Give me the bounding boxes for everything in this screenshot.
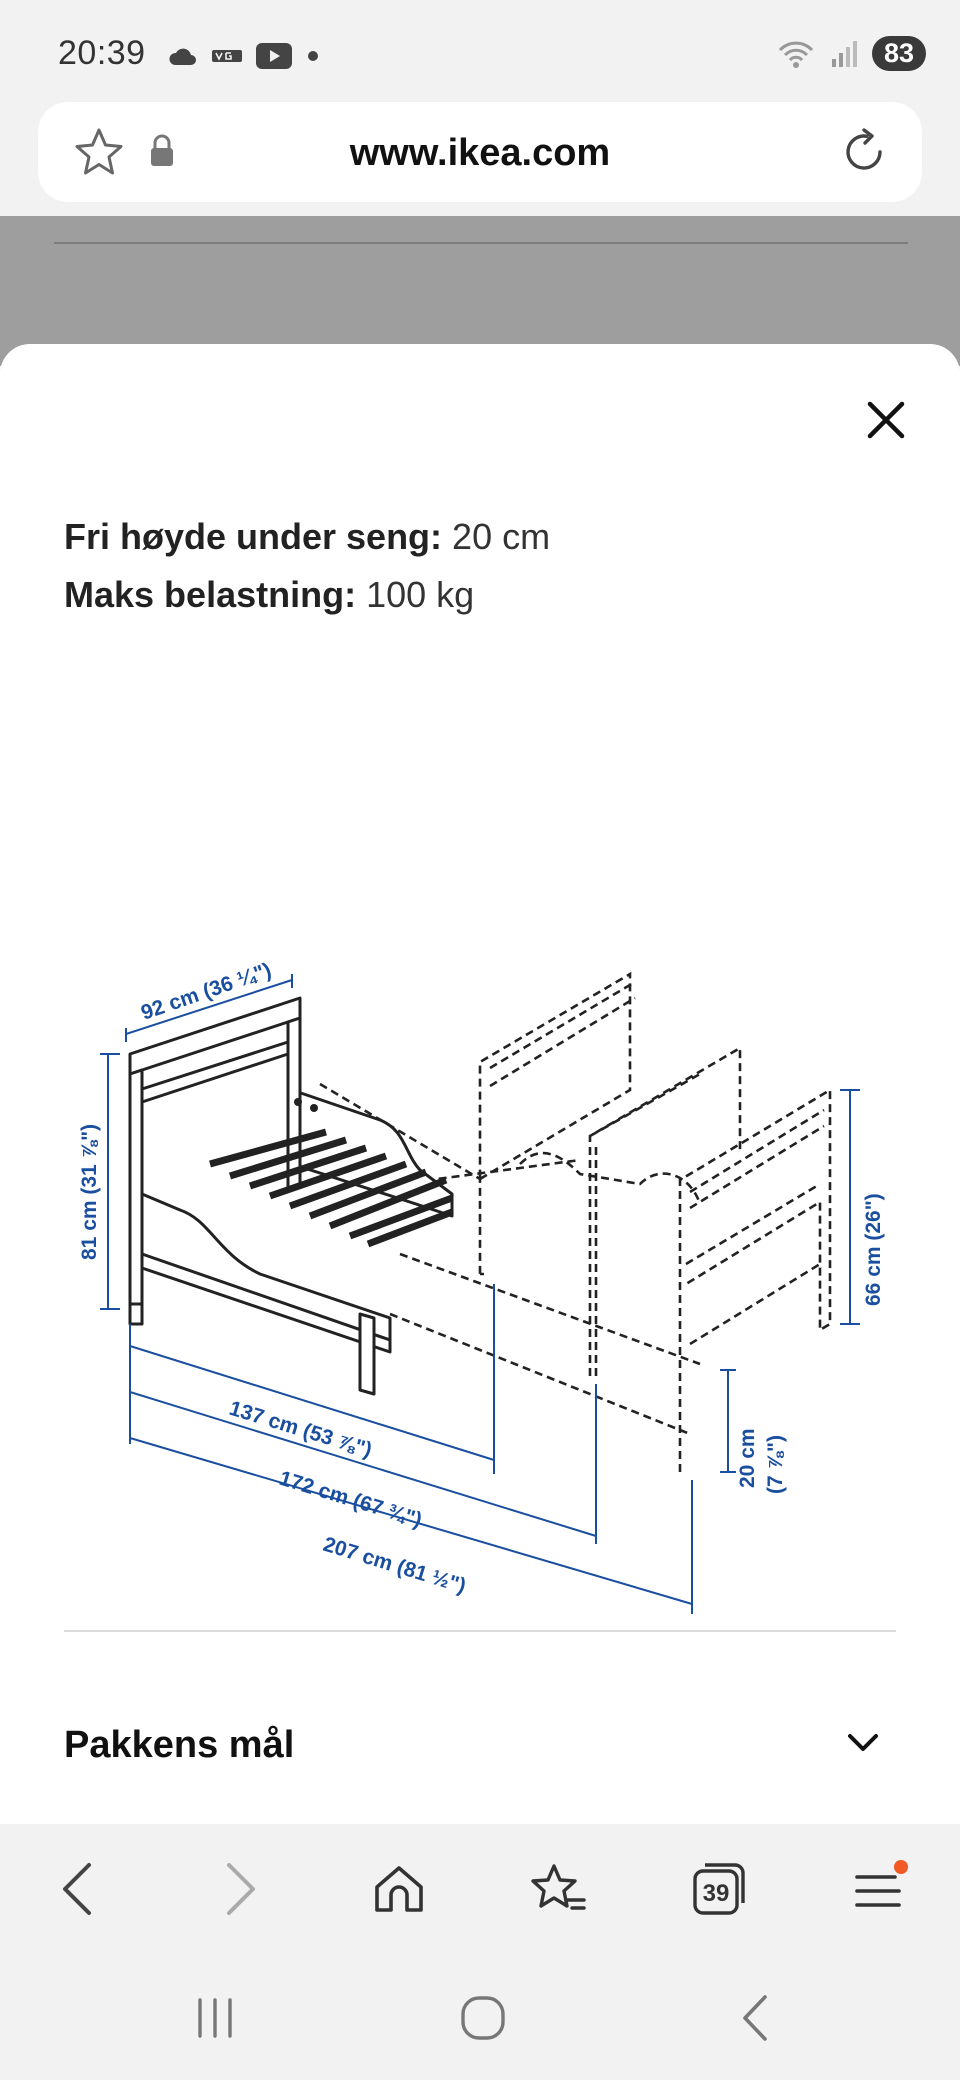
backdrop-divider: [54, 242, 908, 244]
bed-frame: [128, 996, 454, 1396]
forward-button[interactable]: [206, 1854, 276, 1924]
tabs-icon: 39: [693, 1863, 745, 1915]
menu-button[interactable]: [844, 1854, 914, 1924]
notification-dot-icon: [894, 1860, 908, 1874]
cloud-icon: [169, 48, 196, 65]
home-circle-icon: [461, 1996, 505, 2040]
hamburger-menu-icon: [855, 1860, 908, 1907]
spec-max-load: Maks belastning: 100 kg: [64, 574, 474, 616]
page-backdrop[interactable]: [0, 216, 960, 366]
section-divider: [64, 1630, 896, 1632]
browser-toolbar: 39: [0, 1824, 960, 1954]
bookmark-star-icon[interactable]: [72, 126, 126, 178]
spec-label: Maks belastning:: [64, 574, 357, 615]
dim-footboard-height-label: 66 cm (26"): [862, 1193, 885, 1306]
spec-value: 100 kg: [356, 574, 475, 615]
youtube-icon: [256, 43, 292, 69]
back-chevron-icon: [743, 1995, 767, 2041]
status-time: 20:39: [58, 34, 146, 72]
home-nav-button[interactable]: [448, 1986, 518, 2050]
bed-slats: [209, 1128, 454, 1248]
dimension-lines: [100, 974, 860, 1614]
package-dimensions-title[interactable]: Pakkens mål: [64, 1724, 295, 1766]
back-button[interactable]: [42, 1854, 112, 1924]
lock-icon: [151, 134, 173, 166]
dim-length-207-label: 207 cm (81 ½"): [321, 1533, 469, 1598]
star-list-icon: [531, 1864, 586, 1910]
system-navigation-bar: [0, 1954, 960, 2080]
spec-value: 20 cm: [442, 516, 551, 557]
extension-frames-dashed: [319, 971, 832, 1472]
home-icon: [375, 1866, 423, 1912]
spec-label: Fri høyde under seng:: [64, 516, 443, 557]
vg-logo-icon: [212, 50, 242, 62]
chevron-down-icon[interactable]: [846, 1730, 880, 1754]
bookmarks-button[interactable]: [524, 1854, 594, 1924]
spec-clearance: Fri høyde under seng: 20 cm: [64, 516, 550, 558]
arrow-right-icon: [227, 1863, 255, 1915]
battery-indicator: 83: [871, 36, 926, 71]
recent-apps-icon: [198, 1998, 232, 2038]
arrow-left-icon: [63, 1863, 91, 1915]
product-details-sheet: ························ Fri høyde under…: [0, 344, 960, 1824]
dim-clearance-inch-label: (7 ⅞"): [764, 1435, 787, 1494]
close-icon[interactable]: [860, 394, 912, 446]
bed-dimension-drawing: .bed { stroke: #222; stroke-width: 3; fi…: [78, 959, 885, 1614]
address-bar[interactable]: www.ikea.com: [38, 102, 922, 202]
back-nav-button[interactable]: [720, 1986, 790, 2050]
home-button[interactable]: [364, 1854, 434, 1924]
wifi-icon: [778, 41, 814, 68]
recent-apps-button[interactable]: [180, 1986, 250, 2050]
dot-icon: [308, 51, 318, 61]
url-text[interactable]: www.ikea.com: [349, 132, 611, 174]
reload-icon[interactable]: [836, 124, 892, 180]
scrolled-off-text: ························: [64, 484, 484, 500]
dim-headboard-height-label: 81 cm (31 ⅞"): [78, 1124, 101, 1260]
tabs-button[interactable]: 39: [684, 1854, 754, 1924]
tab-count: 39: [703, 1880, 730, 1907]
status-bar: 20:39 83: [0, 0, 960, 100]
signal-icon: [831, 40, 857, 67]
dim-clearance-label: 20 cm: [736, 1428, 759, 1488]
status-notification-icons: [168, 40, 320, 72]
